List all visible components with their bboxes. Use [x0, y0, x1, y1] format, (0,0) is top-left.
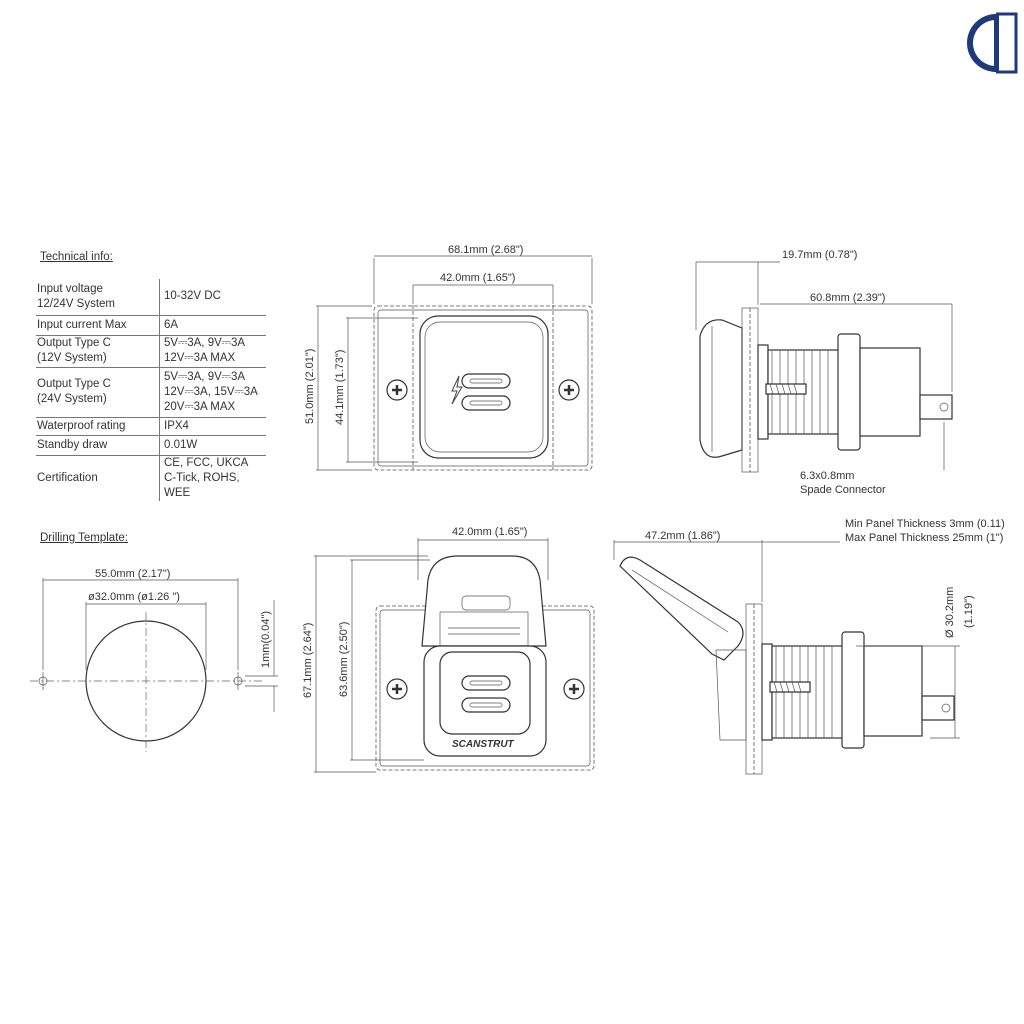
- spec-label: Standby draw: [36, 434, 160, 455]
- spec-value: 0.01W: [159, 434, 266, 455]
- nut-diameter-label: Ø 30.2mm: [944, 587, 956, 638]
- side-view-open: [613, 540, 960, 775]
- spec-label: Input voltage 12/24V System: [36, 279, 160, 315]
- side-depth-label: 60.8mm (2.39"): [810, 292, 885, 304]
- spec-value: IPX4: [159, 416, 266, 435]
- spec-value-line: 20V⎓3A MAX: [164, 400, 236, 413]
- front-width-label: 68.1mm (2.68"): [448, 244, 523, 256]
- screw-icon: [563, 678, 585, 700]
- front-height-label: 51.0mm (2.01"): [304, 349, 316, 424]
- open-width-label: 42.0mm (1.65"): [452, 526, 527, 538]
- spec-value-line: C-Tick, ROHS, WEE: [164, 471, 240, 499]
- spec-label: Certification: [36, 454, 160, 501]
- spec-value-line: 0.01W: [164, 438, 198, 451]
- front-view-open: SCANSTRUT: [314, 538, 595, 773]
- screw-icon: [558, 379, 580, 401]
- spec-row: Waterproof rating IPX4: [36, 416, 266, 435]
- screw-icon: [386, 379, 408, 401]
- open-side-depth-label: 47.2mm (1.86"): [645, 530, 720, 542]
- spec-label-line: Output Type C: [37, 378, 111, 390]
- lightning-icon: [451, 375, 463, 405]
- spade-size-label: 6.3x0.8mm: [800, 470, 854, 482]
- spec-label-line: Output Type C: [37, 337, 111, 349]
- spec-value: 5V⎓3A, 9V⎓3A 12V⎓3A, 15V⎓3A 20V⎓3A MAX: [159, 366, 266, 417]
- spec-label-line: Certification: [37, 471, 98, 484]
- spec-label-line: Waterproof rating: [37, 419, 126, 432]
- spec-label: Input current Max: [36, 314, 160, 335]
- spec-label-line: (24V System): [37, 393, 107, 405]
- open-height-label: 67.1mm (2.64"): [302, 623, 314, 698]
- drill-hole-small-label: 1mm(0.04"): [260, 611, 272, 668]
- panel-max-label: Max Panel Thickness 25mm (1"): [845, 532, 1003, 544]
- spec-value-line: CE, FCC, UKCA: [164, 456, 249, 469]
- spec-value-line: 10-32V DC: [164, 290, 221, 303]
- technical-info-heading: Technical info:: [40, 251, 113, 263]
- spec-value: 5V⎓3A, 9V⎓3A 12V⎓3A MAX: [159, 334, 266, 367]
- spec-value-line: 12V⎓3A MAX: [164, 352, 236, 364]
- side-view-closed: [695, 261, 953, 473]
- front-inner-height-label: 44.1mm (1.73"): [334, 350, 346, 425]
- spec-label-line: (12V System): [37, 352, 107, 364]
- spec-row: Certification CE, FCC, UKCA C-Tick, ROHS, …: [36, 454, 266, 501]
- nut-diameter-in-label: (1.19"): [963, 595, 975, 628]
- brand-logo-icon: [967, 12, 1018, 74]
- panel-min-label: Min Panel Thickness 3mm (0.11): [845, 518, 1005, 530]
- spec-label: Output Type C (12V System): [36, 334, 160, 367]
- side-depth-front-label: 19.7mm (0.78"): [782, 249, 857, 261]
- brand-label: SCANSTRUT: [452, 739, 515, 750]
- spec-label: Waterproof rating: [36, 416, 160, 435]
- spec-value-line: 6A: [164, 318, 179, 331]
- drilling-template-heading: Drilling Template:: [40, 532, 128, 544]
- spec-row: Output Type C (12V System) 5V⎓3A, 9V⎓3A 12V…: [36, 334, 266, 367]
- spec-value-line: 5V⎓3A, 9V⎓3A: [164, 337, 246, 349]
- spec-label: Output Type C (24V System): [36, 366, 160, 417]
- spec-value: 6A: [159, 314, 266, 335]
- spec-row: Standby draw 0.01W: [36, 434, 266, 455]
- spec-value: CE, FCC, UKCA C-Tick, ROHS, WEE: [159, 454, 266, 501]
- drilling-template: [30, 578, 278, 752]
- spec-label-line: Input current Max: [37, 318, 127, 331]
- spec-value-line: 12V⎓3A, 15V⎓3A: [164, 385, 258, 398]
- screw-icon: [386, 678, 408, 700]
- spade-connector-label: Spade Connector: [800, 484, 886, 496]
- spec-label-line: Standby draw: [37, 438, 108, 451]
- drill-hole-label: ø32.0mm (ø1.26 "): [88, 591, 180, 603]
- spec-row: Input current Max 6A: [36, 314, 266, 335]
- spec-row: Input voltage 12/24V System 10-32V DC: [36, 279, 266, 315]
- spec-row: Output Type C (24V System) 5V⎓3A, 9V⎓3A 12V…: [36, 366, 266, 417]
- spec-label-line: 12/24V System: [37, 297, 115, 310]
- front-view-closed: [316, 255, 593, 471]
- spec-value-line: 5V⎓3A, 9V⎓3A: [164, 370, 246, 383]
- front-inner-width-label: 42.0mm (1.65"): [440, 272, 515, 284]
- spec-value: 10-32V DC: [159, 279, 266, 315]
- spec-label-line: Input voltage: [37, 282, 103, 295]
- spec-value-line: IPX4: [164, 419, 189, 432]
- drill-outer-label: 55.0mm (2.17"): [95, 568, 170, 580]
- open-inner-height-label: 63.6mm (2.50"): [338, 622, 350, 697]
